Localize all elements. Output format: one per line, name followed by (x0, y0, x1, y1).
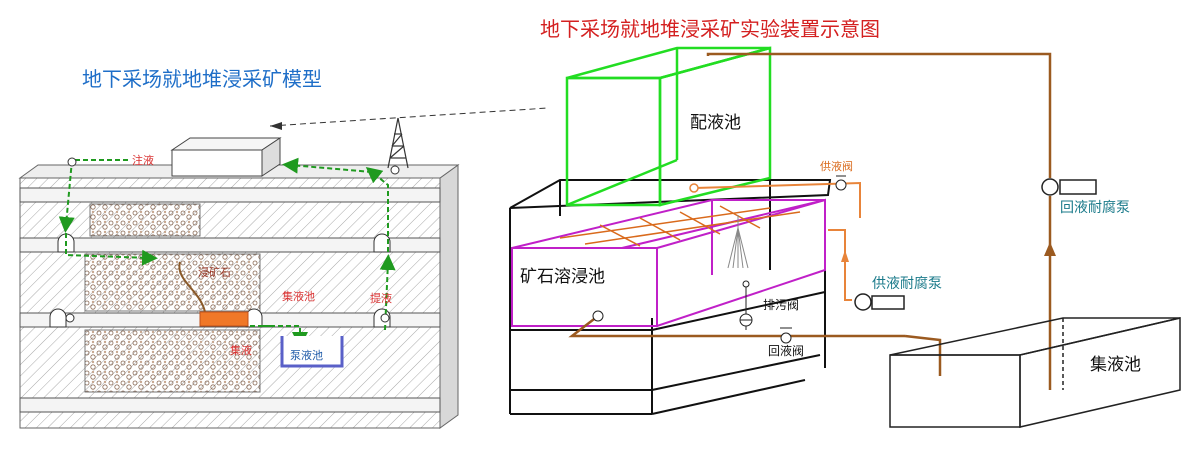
supply-pipe (694, 181, 861, 301)
collection-tank-label: 集液池 (1090, 355, 1141, 375)
model-pointer (269, 107, 549, 127)
return-valve-label: 回液阀 (768, 343, 804, 358)
mixing-tank-label: 配液池 (690, 113, 741, 133)
collect-left-label: 集液池 (282, 289, 315, 303)
drain-valve-label: 排污阀 (763, 298, 799, 312)
ore-label: 浸矿石 (198, 266, 231, 279)
leach-tank-label: 矿石溶浸池 (520, 267, 605, 287)
brown-pipes (568, 52, 1052, 390)
main-title: 地下采场就地堆浸采矿实验装置示意图 (540, 17, 880, 41)
lift-label: 提液 (370, 291, 392, 305)
collection-tank (889, 317, 1181, 428)
drain-valve (739, 280, 753, 330)
collect-small-label: 集液 (230, 343, 252, 357)
spray-grid (559, 205, 801, 247)
surface-building (170, 137, 282, 177)
collection-pond (199, 311, 249, 327)
return-pump-label: 回液耐腐泵 (1060, 199, 1130, 216)
return-valve (780, 327, 792, 344)
pump-pool (280, 336, 344, 368)
inject-label: 注液 (132, 153, 154, 167)
return-pump (1041, 178, 1097, 196)
stope-model: 注液 浸矿石 集液池 提液 集液 泵液池 (18, 117, 460, 429)
model-title: 地下采场就地堆浸采矿模型 (82, 67, 322, 91)
headframe-tower (387, 117, 409, 169)
mixing-tank (565, 46, 772, 207)
supply-pump (854, 293, 905, 311)
pump-tank-label: 泵液池 (290, 348, 323, 362)
spray-nozzle (727, 215, 749, 269)
supply-valve (835, 175, 847, 191)
supply-pump-label: 供液耐腐泵 (872, 275, 942, 292)
supply-valve-label: 供液阀 (820, 159, 853, 173)
